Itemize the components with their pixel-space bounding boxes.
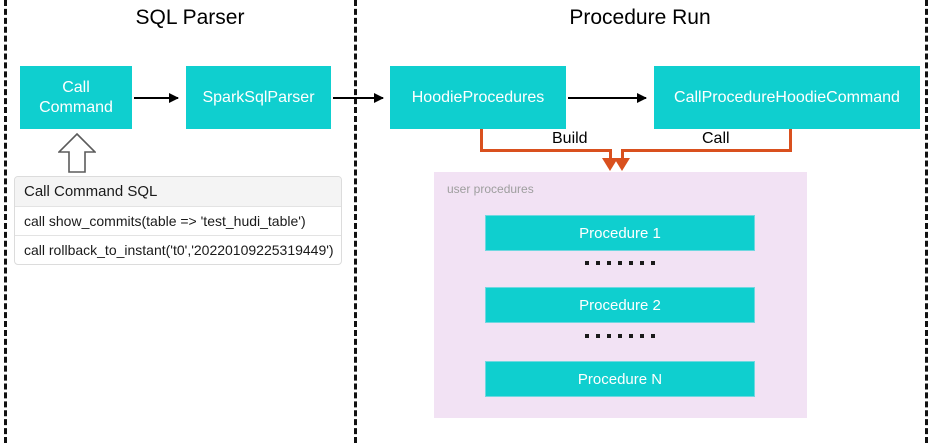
ellipsis-dot [607,261,611,265]
node-call-command[interactable]: Call Command [20,66,132,129]
node-call-procedure-hoodie-command[interactable]: CallProcedureHoodieCommand [654,66,920,129]
ellipsis-dot [618,334,622,338]
sql-table-row[interactable]: call rollback_to_instant('t0','202201092… [24,242,334,258]
node-call-command-label: Call Command [39,78,113,118]
node-call-procedure-hoodie-command-label: CallProcedureHoodieCommand [674,88,900,106]
ellipsis-dot [585,261,589,265]
ellipsis-dot [651,334,655,338]
node-spark-sql-parser[interactable]: SparkSqlParser [186,66,331,129]
block-arrow-up-icon [58,133,96,173]
sql-table-row[interactable]: call show_commits(table => 'test_hudi_ta… [15,207,341,236]
procedure-item[interactable]: Procedure N [485,361,755,397]
node-hoodie-procedures-label: HoodieProcedures [411,88,545,106]
node-spark-sql-parser-label: SparkSqlParser [202,88,315,106]
call-edge-segment-vertical-end [621,149,624,161]
arrow-call-command-to-spark-sql-parser [134,93,179,103]
ellipsis-dot [607,334,611,338]
sql-table-header: Call Command SQL [15,177,341,207]
divider-left [4,0,7,443]
divider-right [925,0,928,443]
arrow-hoodie-procedures-to-call-procedure-hoodie-command [568,93,647,103]
build-edge-segment-vertical-start [480,129,483,152]
procedure-item-label: Procedure 1 [579,224,661,242]
edge-label-build: Build [547,130,593,148]
procedure-item[interactable]: Procedure 2 [485,287,755,323]
call-command-sql-table: Call Command SQL call show_commits(table… [14,176,342,265]
section-title-sql-parser: SQL Parser [135,6,245,29]
call-edge-segment-horizontal [621,149,792,152]
user-procedures-panel-label: user procedures [447,182,534,196]
node-call-command-line1: Call [62,78,90,96]
call-edge-segment-vertical-start [789,129,792,152]
ellipsis-dot [585,334,589,338]
divider-middle [354,0,357,443]
ellipsis-dot [629,334,633,338]
call-edge-arrowhead [614,158,630,171]
ellipsis-dot [640,334,644,338]
arrow-spark-sql-parser-to-hoodie-procedures [333,93,384,103]
ellipsis-dot [640,261,644,265]
node-hoodie-procedures[interactable]: HoodieProcedures [390,66,566,129]
procedure-item-label: Procedure N [577,370,663,388]
build-edge-segment-horizontal [480,149,612,152]
procedure-item[interactable]: Procedure 1 [485,215,755,251]
ellipsis-separator [485,331,755,341]
ellipsis-dot [596,261,600,265]
build-edge-segment-vertical-end [609,149,612,161]
ellipsis-dot [618,261,622,265]
ellipsis-dot [651,261,655,265]
ellipsis-separator [485,258,755,268]
ellipsis-dot [629,261,633,265]
node-call-command-line2: Command [39,98,113,116]
procedure-item-label: Procedure 2 [579,296,661,314]
user-procedures-panel: user procedures Procedure 1 Procedure 2 [434,172,807,418]
section-title-procedure-run: Procedure Run [569,6,711,29]
edge-label-call: Call [697,130,735,148]
ellipsis-dot [596,334,600,338]
